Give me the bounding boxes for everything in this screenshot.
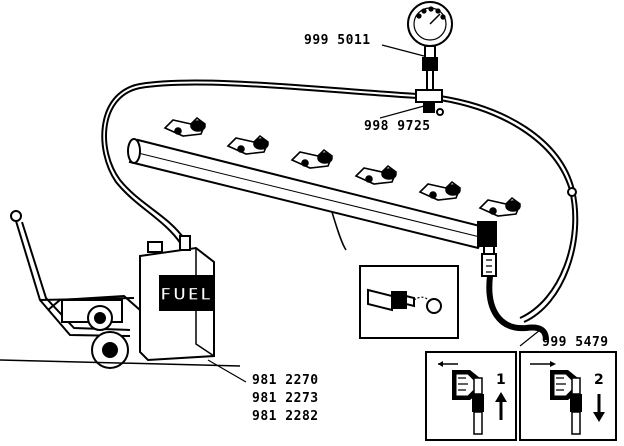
- arrow-right-icon: [550, 361, 556, 367]
- tank-tool-label-1: 981 2270: [252, 373, 319, 388]
- return-line: [331, 211, 347, 251]
- detail-inset: [359, 265, 459, 339]
- tool-trolley: [0, 210, 241, 369]
- arrow-down-icon: [593, 412, 605, 422]
- step-1-number: 1: [496, 372, 506, 388]
- injector: [478, 196, 521, 217]
- pressure-gauge: [407, 1, 453, 91]
- arrow-up-icon: [495, 392, 507, 402]
- t-adapter: [415, 89, 444, 116]
- injector: [163, 116, 206, 137]
- tank-tool-label-3: 981 2282: [252, 409, 319, 424]
- rail-test-valve: [477, 221, 497, 277]
- adapter-tool-label: 998 9725: [364, 119, 431, 134]
- arrow-left-icon: [438, 361, 443, 367]
- step-1-inset: 1: [425, 351, 517, 441]
- fuel-tank-label: FUEL: [160, 285, 212, 305]
- step-2-number: 2: [594, 372, 604, 388]
- injector: [418, 180, 461, 201]
- tank-tool-label-2: 981 2273: [252, 391, 319, 406]
- fuel-rail: [127, 138, 490, 250]
- leader-lines: [207, 44, 541, 383]
- fuel-tank: FUEL: [139, 235, 215, 362]
- gauge-tool-label: 999 5011: [304, 33, 371, 48]
- step-2-inset: 2: [519, 351, 617, 441]
- drain-hose: [486, 275, 549, 341]
- injector: [226, 134, 269, 155]
- injector: [290, 148, 333, 169]
- injector: [354, 164, 397, 185]
- pressure-hose: [101, 79, 579, 323]
- hose-tool-label: 999 5479: [542, 335, 609, 350]
